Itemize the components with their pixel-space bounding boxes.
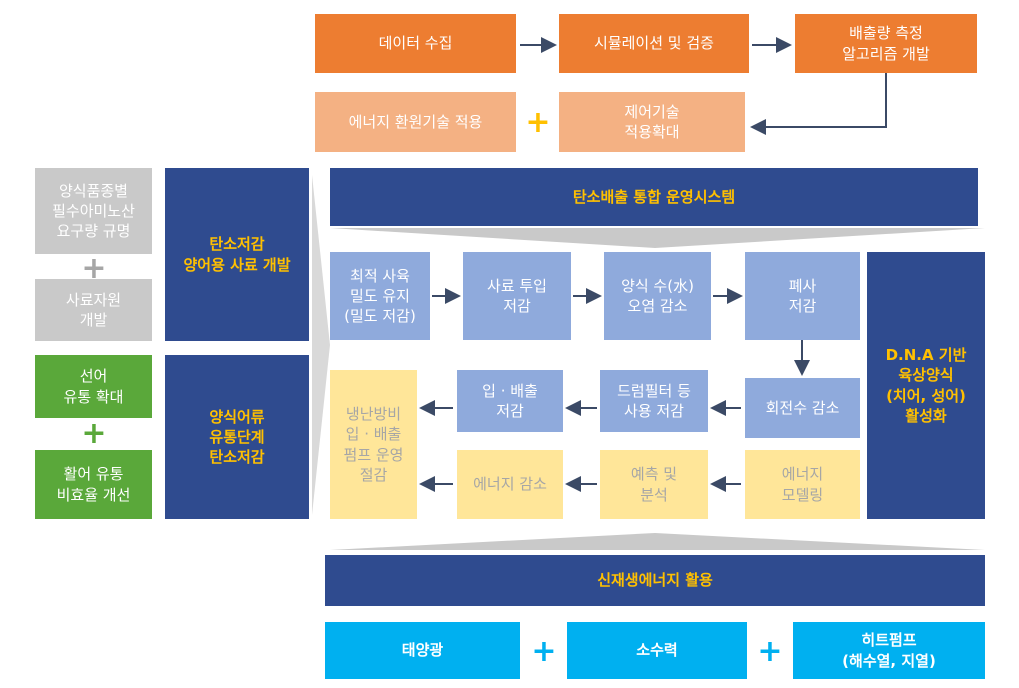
hydro-box: 소수력 <box>567 622 747 679</box>
dna-aquaculture-box: D.N.A 기반 육상양식 (치어, 성어) 활성화 <box>867 252 985 519</box>
chevron-shape <box>330 228 985 248</box>
integrated-system-box: 탄소배출 통합 운영시스템 <box>330 168 978 226</box>
control-tech-box: 제어기술 적용확대 <box>559 92 745 152</box>
energy-modeling-box: 에너지 모델링 <box>745 450 860 519</box>
density-box: 최적 사육 밀도 유지 (밀도 저감) <box>330 252 430 340</box>
dead-fish-box: 폐사 저감 <box>745 252 860 340</box>
plus-icon: + <box>531 634 557 669</box>
renewable-energy-box: 신재생에너지 활용 <box>325 555 985 606</box>
prediction-box: 예측 및 분석 <box>600 450 708 519</box>
drum-filter-box: 드럼필터 등 사용 저감 <box>600 370 708 432</box>
heat-pump-box: 히트펌프 (해수열, 지열) <box>793 622 985 679</box>
plus-icon: + <box>81 416 107 451</box>
feed-development-box: 탄소저감 양어용 사료 개발 <box>165 168 309 341</box>
energy-saving-box: 에너지 감소 <box>457 450 563 519</box>
plus-icon: + <box>525 105 551 140</box>
in-out-box: 입 · 배출 저감 <box>457 370 563 432</box>
distribution-reduction-box: 양식어류 유통단계 탄소저감 <box>165 355 309 519</box>
feed-input-box: 사료 투입 저감 <box>463 252 571 340</box>
emission-algorithm-box: 배출량 측정 알고리즘 개발 <box>795 14 977 73</box>
live-fish-expansion-box: 선어 유통 확대 <box>35 355 152 418</box>
amino-acid-box: 양식품종별 필수아미노산 요구량 규명 <box>35 168 152 254</box>
feed-resource-box: 사료자원 개발 <box>35 279 152 341</box>
rotation-box: 회전수 감소 <box>745 378 860 438</box>
water-pollution-box: 양식 수(水) 오염 감소 <box>604 252 711 340</box>
solar-box: 태양광 <box>325 622 520 679</box>
cooling-pump-box: 냉난방비 입 · 배출 펌프 운영 절감 <box>330 370 417 519</box>
arrow-elbow-icon <box>750 73 887 135</box>
plus-icon: + <box>757 634 783 669</box>
chevron-shape <box>312 175 330 515</box>
data-collection-box: 데이터 수집 <box>315 14 516 73</box>
simulation-box: 시뮬레이션 및 검증 <box>559 14 749 73</box>
live-fish-efficiency-box: 활어 유통 비효율 개선 <box>35 450 152 519</box>
plus-icon: + <box>81 251 107 286</box>
chevron-shape <box>330 533 985 550</box>
energy-reduction-tech-box: 에너지 환원기술 적용 <box>315 92 516 152</box>
